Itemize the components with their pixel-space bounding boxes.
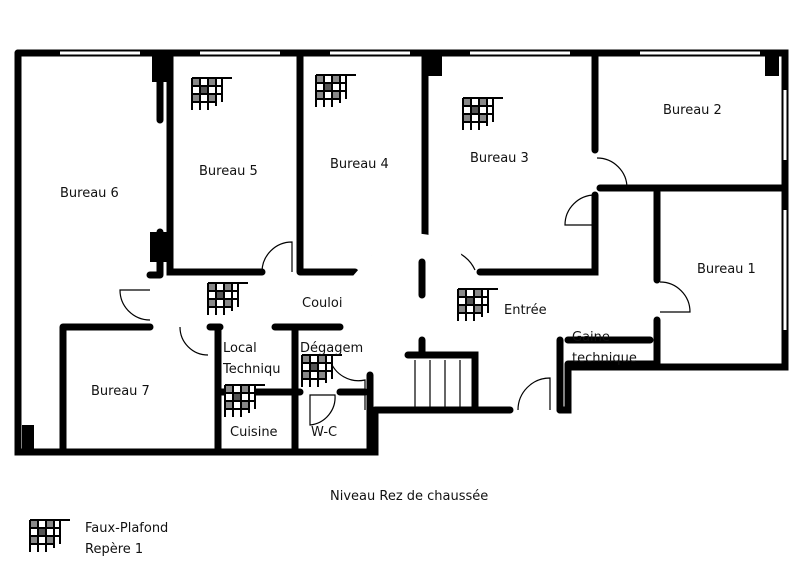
room-gaine-technique-line1: Gaine <box>572 330 610 345</box>
plan-title: Niveau Rez de chaussée <box>330 489 488 504</box>
room-labels: Bureau 6 Bureau 5 Bureau 4 Bureau 3 Bure… <box>60 103 756 440</box>
room-bureau-6: Bureau 6 <box>60 186 119 201</box>
room-couloir: Couloi <box>302 296 342 311</box>
legend-line2: Repère 1 <box>85 542 143 557</box>
room-local-technique-line1: Local <box>223 341 257 356</box>
room-bureau-3: Bureau 3 <box>470 151 529 166</box>
room-entree: Entrée <box>504 303 547 318</box>
room-degagement: Dégagem <box>300 341 363 356</box>
room-wc: W-C <box>311 425 337 440</box>
room-bureau-2: Bureau 2 <box>663 103 722 118</box>
faux-plafond-hatch-icon <box>29 519 71 553</box>
room-bureau-7: Bureau 7 <box>91 384 150 399</box>
room-local-technique-line2: Techniqu <box>222 362 280 377</box>
room-bureau-4: Bureau 4 <box>330 157 389 172</box>
room-cuisine: Cuisine <box>230 425 278 440</box>
room-bureau-5: Bureau 5 <box>199 164 258 179</box>
room-bureau-1: Bureau 1 <box>697 262 756 277</box>
room-gaine-technique-line2: technique <box>572 351 637 366</box>
legend: Faux-Plafond Repère 1 <box>29 519 168 557</box>
erased-blob <box>345 233 465 340</box>
windows <box>60 51 787 330</box>
wall-columns <box>22 56 779 449</box>
stairs <box>414 360 461 408</box>
legend-line1: Faux-Plafond <box>85 521 168 536</box>
